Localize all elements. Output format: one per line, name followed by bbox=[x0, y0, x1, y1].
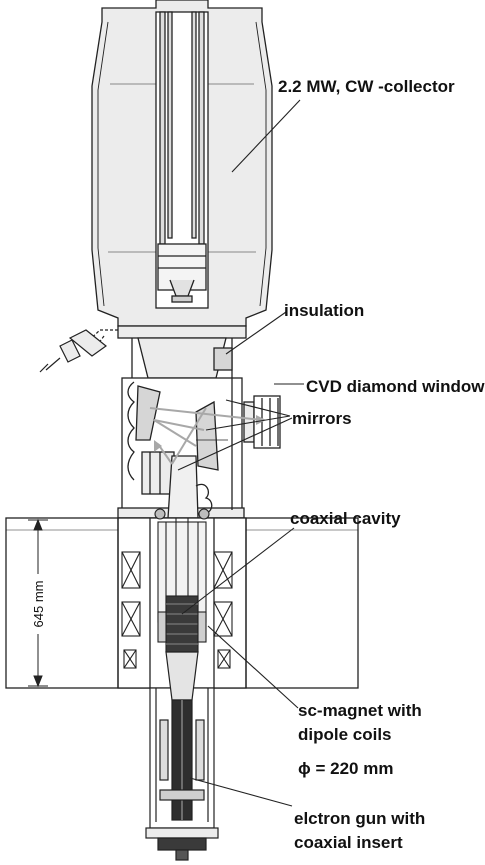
gun-label-line2: coaxial insert bbox=[294, 833, 403, 852]
coaxial-cavity bbox=[154, 508, 210, 653]
collector-label: 2.2 MW, CW -collector bbox=[278, 77, 455, 96]
collector bbox=[91, 0, 273, 327]
dimension-label: 645 mm bbox=[31, 581, 46, 628]
cavity-label: coaxial cavity bbox=[290, 509, 401, 528]
gun-label-line1: elctron gun with bbox=[294, 809, 425, 828]
mirrors-label: mirrors bbox=[292, 409, 352, 428]
rf-beam-paths bbox=[149, 407, 263, 465]
magnet-label-line2: dipole coils bbox=[298, 725, 392, 744]
insulation-label: insulation bbox=[284, 301, 364, 320]
window-label: CVD diamond window bbox=[306, 377, 485, 396]
electron-gun bbox=[145, 651, 219, 861]
beam-arrowheads bbox=[154, 415, 266, 452]
vacuum-port bbox=[39, 329, 118, 373]
insulation-ring bbox=[117, 325, 247, 379]
dipole-coils bbox=[121, 551, 233, 669]
magnet-label-line1: sc-magnet with bbox=[298, 701, 422, 720]
cvd-window bbox=[243, 395, 281, 449]
leader-lines bbox=[177, 99, 304, 807]
magnet-label-line3: ϕ = 220 mm bbox=[298, 759, 393, 778]
magnet-dimension bbox=[28, 518, 48, 688]
